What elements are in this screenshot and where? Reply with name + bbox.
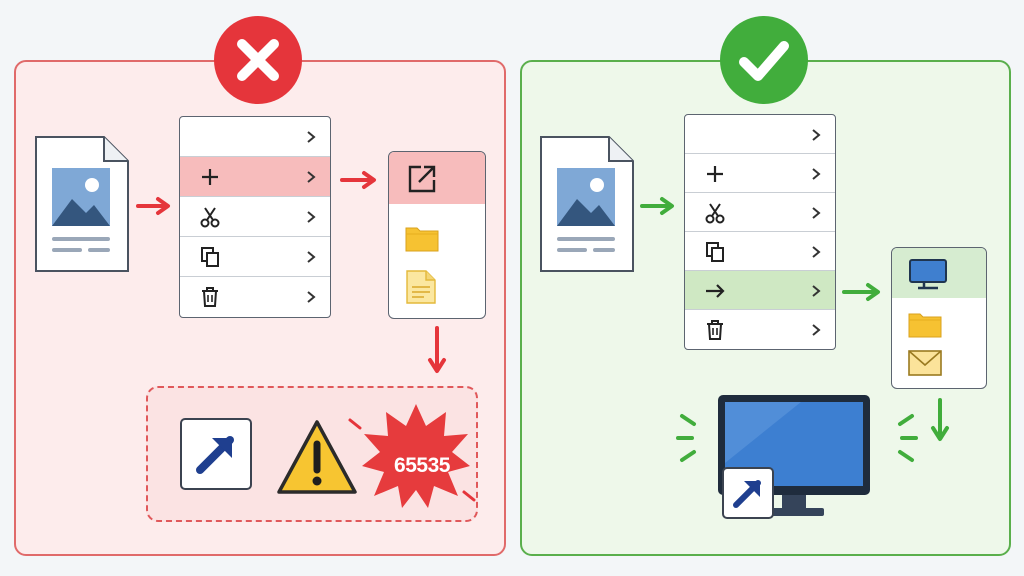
menu-item-blank[interactable] xyxy=(180,117,330,157)
chevron-right-icon xyxy=(307,211,316,223)
emphasis-marks-icon xyxy=(676,414,696,462)
plus-icon xyxy=(707,166,723,182)
chevron-right-icon xyxy=(307,131,316,143)
chevron-right-icon xyxy=(812,246,821,258)
send-to-submenu xyxy=(891,247,987,389)
chevron-right-icon xyxy=(812,129,821,141)
arrow-right-icon xyxy=(340,171,376,189)
chevron-right-icon xyxy=(307,291,316,303)
menu-item-copy[interactable] xyxy=(685,232,835,271)
menu-item-copy[interactable] xyxy=(180,237,330,277)
shortcut-arrow-icon xyxy=(180,418,252,490)
warning-icon xyxy=(277,420,357,494)
image-file-icon xyxy=(35,136,129,272)
trash-icon xyxy=(202,287,218,307)
error-code-label: 65535 xyxy=(394,454,450,477)
folder-icon[interactable] xyxy=(405,222,439,252)
menu-item-new[interactable] xyxy=(685,154,835,193)
menu-item-cut[interactable] xyxy=(180,197,330,237)
arrow-right-icon xyxy=(640,197,674,215)
chevron-right-icon xyxy=(307,251,316,263)
shortcut-arrow-icon xyxy=(722,467,774,519)
scissors-icon xyxy=(200,207,220,228)
menu-item-send-to[interactable] xyxy=(685,271,835,310)
arrow-right-icon xyxy=(136,197,170,215)
arrow-right-icon xyxy=(842,283,880,301)
spark-icon xyxy=(348,418,362,430)
chevron-right-icon xyxy=(812,324,821,336)
chevron-right-icon xyxy=(812,168,821,180)
submenu-item-shortcut[interactable] xyxy=(389,152,485,204)
menu-item-new[interactable] xyxy=(180,157,330,197)
arrow-right-icon xyxy=(706,284,725,298)
plus-icon xyxy=(202,169,218,185)
context-menu xyxy=(179,116,331,318)
emphasis-marks-icon xyxy=(898,414,918,462)
arrow-down-icon xyxy=(428,326,446,373)
folder-icon[interactable] xyxy=(908,308,942,338)
external-link-icon xyxy=(408,165,436,193)
checkmark-icon xyxy=(739,41,789,81)
envelope-icon[interactable] xyxy=(908,350,942,376)
image-file-icon xyxy=(540,136,634,272)
incorrect-badge xyxy=(214,16,302,104)
desktop-monitor-icon xyxy=(718,395,870,516)
spark-icon xyxy=(462,490,476,502)
chevron-right-icon xyxy=(812,285,821,297)
cross-icon xyxy=(237,39,279,81)
chevron-right-icon xyxy=(307,171,316,183)
copy-icon xyxy=(706,242,724,262)
context-menu xyxy=(684,114,836,350)
copy-icon xyxy=(201,247,219,267)
chevron-right-icon xyxy=(812,207,821,219)
error-burst-icon xyxy=(362,404,470,508)
submenu-item-desktop[interactable] xyxy=(892,248,986,298)
menu-item-blank[interactable] xyxy=(685,115,835,154)
arrow-down-icon xyxy=(931,398,949,441)
trash-icon xyxy=(707,320,723,340)
send-to-submenu xyxy=(388,151,486,319)
document-icon[interactable] xyxy=(406,270,436,304)
menu-item-delete[interactable] xyxy=(685,310,835,349)
menu-item-cut[interactable] xyxy=(685,193,835,232)
scissors-icon xyxy=(705,203,725,224)
correct-badge xyxy=(720,16,808,104)
menu-item-delete[interactable] xyxy=(180,277,330,317)
monitor-icon xyxy=(909,259,947,290)
